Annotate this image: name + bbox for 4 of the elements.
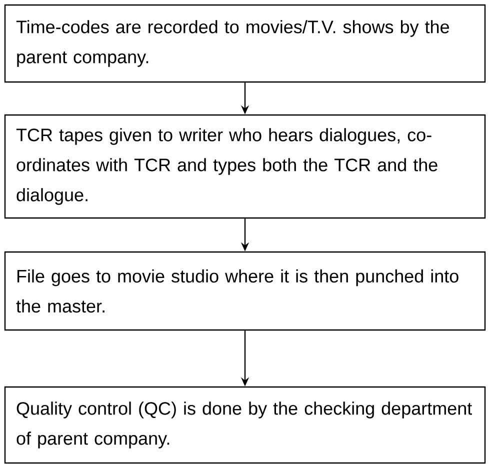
process-box: TCR tapes given to writer who hears dialogues, co-ordinates with TCR and types both the TCR and the dialogue.	[4, 114, 486, 219]
process-box: Quality control (QC) is done by the checking department of parent company.	[4, 386, 486, 464]
process-box: Time-codes are recorded to movies/T.V. shows by the parent company.	[4, 4, 486, 83]
process-box: File goes to movie studio where it is then punched into the master.	[4, 251, 486, 331]
